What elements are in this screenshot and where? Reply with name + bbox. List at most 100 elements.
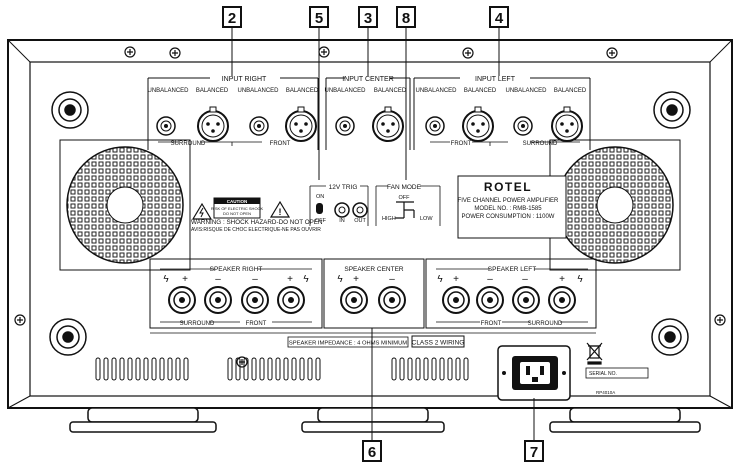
polarity-minus: – [389, 274, 395, 285]
rca-jack-surround-left[interactable] [513, 116, 533, 136]
trigger-switch[interactable] [316, 203, 323, 214]
label-unbalanced: UNBALANCED [415, 88, 457, 94]
binding-post-left-front-neg[interactable] [476, 286, 504, 314]
input-right-panel: INPUT RIGHT UNBALANCED BALANCED UNBALANC… [147, 76, 319, 150]
svg-text:5: 5 [315, 10, 323, 27]
polarity-minus: – [487, 274, 493, 285]
polarity-plus: + [453, 274, 459, 285]
fan-grille-right [549, 139, 681, 271]
trigger-in-jack[interactable] [334, 202, 350, 218]
trigger-out-label: OUT [354, 218, 366, 224]
rating-line-1: FIVE CHANNEL POWER AMPLIFIER [458, 198, 559, 204]
label-balanced: BALANCED [554, 88, 587, 94]
lightning-icon: ϟ [337, 274, 343, 285]
binding-post-center-neg[interactable] [378, 286, 406, 314]
polarity-plus: + [353, 274, 359, 285]
input-left-panel: INPUT LEFT UNBALANCED BALANCED UNBALANCE… [413, 76, 591, 150]
exclamation-warning-icon [269, 200, 291, 218]
binding-post-right-front-neg[interactable] [241, 286, 269, 314]
callout-3: 3 [358, 6, 378, 28]
xlr-jack-surround-left[interactable] [551, 106, 583, 142]
warning-text-fr: AVIS:RISQUE DE CHOC ELECTRIQUE-NE PAS OU… [191, 227, 321, 233]
class2-label-box: CLASS 2 WIRING [411, 335, 465, 348]
label-balanced: BALANCED [286, 88, 319, 94]
caution-badge-line1: RISK OF ELECTRIC SHOCK [211, 206, 264, 211]
fan-mode-switch[interactable] [395, 201, 415, 219]
lightning-icon: ϟ [163, 274, 169, 285]
vent-slots [95, 357, 469, 381]
polarity-minus: – [522, 274, 528, 285]
callout-5: 5 [309, 6, 329, 28]
label-front: FRONT [481, 321, 502, 327]
rca-jack-center[interactable] [335, 116, 355, 136]
warning-text-en: WARNING : SHOCK HAZARD-DO NOT OPEN [191, 219, 323, 226]
callout-6: 6 [362, 440, 382, 462]
svg-text:6: 6 [368, 444, 376, 461]
brand-logo-text: ROTEL [484, 180, 532, 194]
fan-mode-panel: FAN MODE OFF HIGH LOW [375, 184, 441, 226]
trigger-out-jack[interactable] [352, 202, 368, 218]
callout-8: 8 [396, 6, 416, 28]
screw-icon [14, 314, 26, 326]
feet [69, 407, 701, 433]
speaker-left-title: SPEAKER LEFT [488, 266, 536, 273]
lightning-warning-icon [191, 202, 213, 220]
binding-post-right-front-pos[interactable] [277, 286, 305, 314]
xlr-jack-front-right[interactable] [285, 106, 317, 142]
label-balanced: BALANCED [464, 88, 497, 94]
polarity-plus: + [559, 274, 565, 285]
xlr-jack-center[interactable] [372, 106, 404, 142]
svg-text:4: 4 [495, 10, 504, 27]
screw-icon [124, 46, 136, 58]
binding-post-right-surround-pos[interactable] [168, 286, 196, 314]
input-center-title: INPUT CENTER [342, 76, 394, 83]
svg-text:7: 7 [530, 444, 538, 461]
rca-jack-surround-right[interactable] [156, 116, 176, 136]
screw-icon [169, 47, 181, 59]
trigger-panel: 12V TRIG ON OFF IN OUT [309, 184, 369, 226]
impedance-label-box: SPEAKER IMPEDANCE : 4 OHMS MINIMUM [287, 336, 409, 348]
exclamation-mark-glyph: ! [279, 207, 282, 217]
speaker-right-title: SPEAKER RIGHT [210, 266, 263, 273]
trigger-title: 12V TRIG [329, 184, 358, 191]
xlr-jack-surround-right[interactable] [197, 106, 229, 142]
polarity-minus: – [252, 274, 258, 285]
label-front: FRONT [246, 321, 267, 327]
rating-line-3: POWER CONSUMPTION : 1100W [462, 214, 555, 220]
screw-icon [462, 47, 474, 59]
binding-post-right-surround-neg[interactable] [204, 286, 232, 314]
speaker-center-title: SPEAKER CENTER [344, 266, 404, 273]
serial-label-box: SERIAL NO. [585, 367, 649, 379]
fan-mode-title: FAN MODE [387, 184, 422, 191]
callout-leaders [231, 27, 535, 441]
binding-post-left-front-pos[interactable] [442, 286, 470, 314]
fan-mode-low-label: LOW [420, 216, 433, 222]
ac-power-inlet[interactable] [497, 345, 571, 401]
input-center-panel: INPUT CENTER UNBALANCED BALANCED [324, 76, 411, 150]
screw-icon [606, 47, 618, 59]
handle-bosses [49, 91, 691, 356]
class2-label: CLASS 2 WIRING [412, 340, 465, 347]
caution-badge-title: CAUTION [227, 199, 248, 204]
label-front: FRONT [451, 141, 472, 147]
label-balanced: BALANCED [196, 88, 229, 94]
impedance-label: SPEAKER IMPEDANCE : 4 OHMS MINIMUM [289, 341, 407, 347]
fan-mode-off-label: OFF [399, 195, 411, 201]
binding-post-left-surround-pos[interactable] [548, 286, 576, 314]
serial-label: SERIAL NO. [589, 371, 617, 377]
input-left-title: INPUT LEFT [475, 76, 516, 83]
handle-boss-icon [51, 91, 89, 129]
fan-grille-left [59, 139, 191, 271]
svg-text:2: 2 [228, 10, 236, 27]
rca-jack-front-right[interactable] [249, 116, 269, 136]
binding-post-left-surround-neg[interactable] [512, 286, 540, 314]
rca-jack-front-left[interactable] [425, 116, 445, 136]
weee-bin-icon [586, 342, 603, 365]
label-surround: SURROUND [528, 321, 563, 327]
xlr-jack-front-left[interactable] [462, 106, 494, 142]
speaker-left-panel: SPEAKER LEFT ϟ + – – + ϟ FRONT SURROUND [425, 258, 597, 329]
polarity-plus: + [287, 274, 293, 285]
label-surround: SURROUND [523, 141, 558, 147]
binding-post-center-pos[interactable] [340, 286, 368, 314]
